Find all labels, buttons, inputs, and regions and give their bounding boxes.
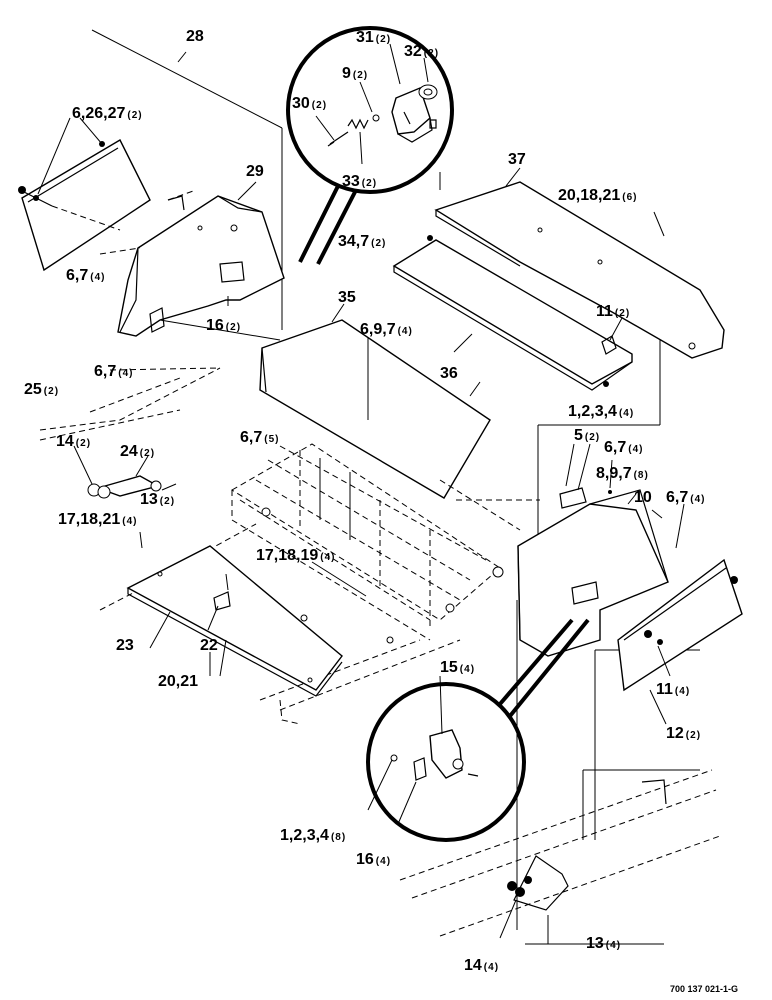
cover-35: [259, 303, 491, 499]
callout-34-7: 34,7(2): [338, 233, 386, 250]
callout-6-7-e: 6,7(4): [666, 489, 705, 506]
callouts: 28 31(2) 32(2) 9(2) 30(2) 33(2) 6,26,27(…: [24, 28, 738, 994]
frame-assembly: [39, 367, 540, 725]
cover-37: [434, 167, 725, 359]
detail-circle-bottom: [366, 618, 590, 842]
callout-13-a: 13(2): [140, 491, 175, 508]
detail-circle-top: [286, 26, 454, 265]
callout-14-b: 14(4): [464, 957, 499, 974]
latch-5: [559, 487, 587, 509]
callout-6-7-a: 6,7(4): [66, 267, 105, 284]
callout-5: 5(2): [574, 427, 600, 444]
callout-11-b: 11(4): [656, 681, 690, 698]
callout-17-18-21: 17,18,21(4): [58, 511, 138, 528]
callout-28: 28: [186, 28, 204, 45]
callout-31: 31(2): [356, 29, 391, 46]
callout-17-18-19: 17,18,19(4): [256, 547, 336, 564]
callout-36: 36: [440, 365, 458, 382]
rail-23: [126, 545, 367, 697]
plate-36: [392, 235, 633, 391]
callout-23: 23: [116, 637, 134, 654]
callout-16-a: 16(2): [206, 317, 241, 334]
callout-37: 37: [508, 151, 526, 168]
bracket-15: [429, 729, 463, 779]
callout-20-21: 20,21: [158, 673, 198, 690]
callout-8-9-7: 8,9,7(8): [596, 465, 649, 482]
callout-22: 22: [200, 637, 218, 654]
shield-29: [99, 181, 285, 337]
latch-16b: [413, 757, 427, 781]
callout-1-2-3-4-b: 1,2,3,4(8): [280, 827, 346, 844]
callout-29: 29: [246, 163, 264, 180]
callout-25: 25(2): [24, 381, 59, 398]
callout-6-7-d: 6,7(4): [604, 439, 643, 456]
bracket-22: [213, 591, 231, 611]
callout-6-9-7: 6,9,7(4): [360, 321, 413, 338]
callout-35: 35: [338, 289, 356, 306]
linkage-24: [73, 445, 177, 549]
callout-11-a: 11(2): [596, 303, 630, 320]
callout-6-26-27: 6,26,27(2): [72, 105, 143, 122]
callout-20-18-21-top: 20,18,21(6): [558, 187, 638, 204]
callout-24: 24(2): [120, 443, 155, 460]
callout-6-7-b: 6,7(4): [94, 363, 133, 380]
callout-6-7-c: 6,7(5): [240, 429, 279, 446]
callout-15: 15(4): [440, 659, 475, 676]
callout-14-a: 14(2): [56, 433, 91, 450]
callout-10: 10: [634, 489, 652, 506]
document-code: 700 137 021-1-G: [670, 984, 738, 994]
callout-13-b: 13(4): [586, 935, 621, 952]
spring-33: [347, 118, 369, 130]
callout-12: 12(2): [666, 725, 701, 742]
callout-33: 33(2): [342, 173, 377, 190]
lower-rail: [399, 769, 721, 939]
callout-16-b: 16(4): [356, 851, 391, 868]
callout-1-2-3-4-a: 1,2,3,4(4): [568, 403, 634, 420]
left-side-panel: [18, 117, 151, 272]
callout-30: 30(2): [292, 95, 327, 112]
latch-16: [219, 261, 245, 283]
right-side-panel: [617, 558, 743, 725]
callout-9: 9(2): [342, 65, 368, 82]
hub-13: [513, 855, 569, 911]
housing-10: [517, 443, 685, 657]
callout-32: 32(2): [404, 43, 439, 60]
knob-11: [601, 335, 617, 355]
